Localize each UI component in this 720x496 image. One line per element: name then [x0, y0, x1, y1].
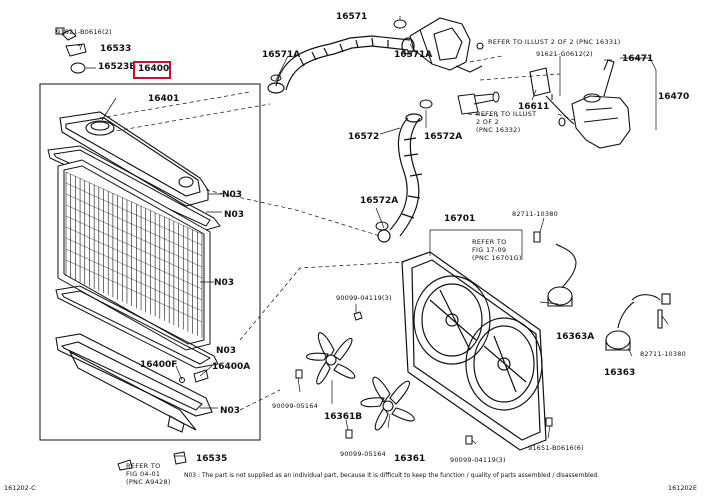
radiator-group-frame	[39, 83, 261, 441]
label-90099-04119-a[interactable]: 90099-04119(3)	[336, 294, 392, 302]
label-16572[interactable]: 16572	[348, 132, 380, 142]
label-90099-05164-b[interactable]: 90099-05164	[340, 450, 386, 458]
water-bypass-pipe	[457, 91, 500, 115]
label-82711-10380-b[interactable]: 82711-10380	[640, 350, 686, 358]
ref-note-mid: REFER TO ILLUST 2 OF 2 (PNC 16332)	[476, 110, 537, 134]
label-n03-1[interactable]: N03	[222, 190, 243, 200]
label-16400-highlighted[interactable]: 16400	[138, 64, 170, 74]
label-16471[interactable]: 16471	[622, 54, 654, 64]
label-91621-top[interactable]: 91621-B0616(2)	[56, 28, 112, 36]
label-16363A[interactable]: 16363A	[556, 332, 595, 342]
label-16470[interactable]: 16470	[658, 92, 690, 102]
radiator-upper-tank	[59, 111, 209, 207]
label-91621-right[interactable]: 91621-G0612(2)	[536, 50, 593, 58]
ref-note-fig: REFER TO FIG 17-09 (PNC 16701G)	[472, 238, 522, 262]
footer-right-code: 161202E	[668, 484, 697, 492]
radiator-bolts	[61, 29, 209, 471]
radiator-lower-tank	[55, 333, 213, 433]
label-16571A-right[interactable]: 16571A	[394, 50, 433, 60]
label-16572A-mid[interactable]: 16572A	[424, 132, 463, 142]
label-82711-10380-a[interactable]: 82711-10380	[512, 210, 558, 218]
label-n03-3[interactable]: N03	[214, 278, 235, 288]
label-90099-05164-a[interactable]: 90099-05164	[272, 402, 318, 410]
fan-shroud	[401, 251, 547, 451]
label-16611[interactable]: 16611	[518, 102, 550, 112]
lower-radiator-hose	[377, 113, 423, 243]
water-outlet-housing	[409, 17, 484, 73]
label-16701[interactable]: 16701	[444, 214, 476, 224]
label-n03-5[interactable]: N03	[220, 406, 241, 416]
leader-lines	[77, 16, 669, 457]
label-16400A[interactable]: 16400A	[212, 362, 251, 372]
label-16401[interactable]: 16401	[148, 94, 180, 104]
label-16533[interactable]: 16533	[100, 44, 132, 54]
lower-gasket	[55, 285, 219, 369]
upper-gasket	[47, 145, 221, 231]
footer-left-code: 161202-C	[4, 484, 36, 492]
label-n03-4[interactable]: N03	[216, 346, 237, 356]
label-16535[interactable]: 16535	[196, 454, 228, 464]
highlighted-part-box	[133, 61, 171, 79]
radiator-fins	[65, 171, 203, 338]
fan-blade-left	[306, 332, 356, 385]
label-91651[interactable]: 91651-B0616(6)	[528, 444, 584, 452]
ref-note-top: REFER TO ILLUST 2 OF 2 (PNC 16331)	[488, 38, 621, 46]
label-16400F[interactable]: 16400F	[140, 360, 178, 370]
upper-radiator-hose	[267, 35, 415, 94]
label-16361[interactable]: 16361	[394, 454, 426, 464]
ref-note-bottom: REFER TO FIG 04-01 (PNC A9428)	[126, 462, 171, 486]
label-16361B[interactable]: 16361B	[324, 412, 363, 422]
label-16572A-low[interactable]: 16572A	[360, 196, 399, 206]
label-16363[interactable]: 16363	[604, 368, 636, 378]
coolant-reservoir	[529, 59, 631, 149]
label-16523B[interactable]: 16523B	[98, 62, 137, 72]
label-16571[interactable]: 16571	[336, 12, 368, 22]
footer-note: N03 : The part is not supplied as an ind…	[184, 472, 600, 479]
fan-motors	[533, 231, 671, 351]
small-fasteners	[55, 27, 553, 445]
dashed-assembly-lines	[99, 55, 575, 411]
label-16571A-left[interactable]: 16571A	[262, 50, 301, 60]
fan-blade-right	[360, 376, 415, 431]
label-90099-04119-b[interactable]: 90099-04119(3)	[450, 456, 506, 464]
label-n03-2[interactable]: N03	[224, 210, 245, 220]
